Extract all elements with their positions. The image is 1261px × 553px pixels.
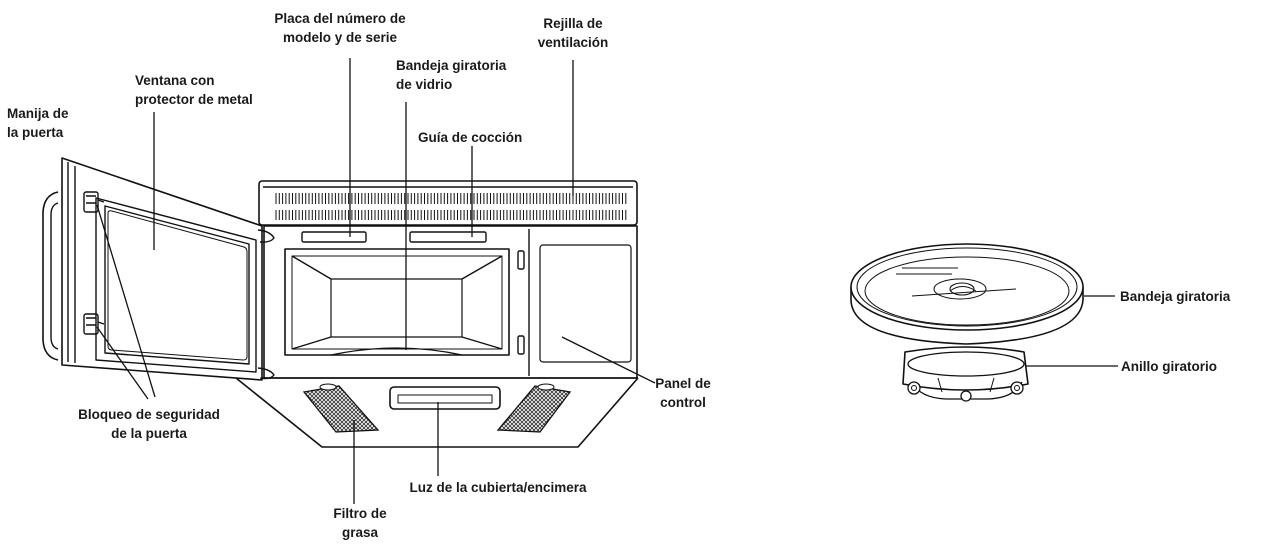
leader-door-lock-a [97, 205, 155, 397]
label-turntable-ring: Anillo giratorio [1121, 359, 1217, 374]
cooktop-light-shape [390, 387, 500, 409]
model-plate-shape [302, 232, 366, 242]
control-panel-shape [540, 245, 631, 362]
door-handle-shape [43, 192, 58, 360]
grease-filter-left-shape [304, 386, 378, 432]
door-window-shape [108, 211, 247, 360]
door-lock-bottom-shape [84, 314, 98, 334]
door [43, 158, 274, 380]
cooking-guide-shape [410, 232, 486, 242]
turntable-drawing [851, 244, 1083, 401]
label-turntable: Bandeja giratoria [1120, 289, 1231, 304]
leader-control-panel [562, 337, 655, 383]
roller-center [961, 391, 971, 401]
grease-filter-right-shape [498, 386, 570, 432]
door-lock-top-shape [84, 192, 98, 212]
roller-left [908, 382, 920, 394]
label-cooking-guide: Guía de cocción [418, 130, 523, 145]
microwave-body [236, 181, 638, 447]
glass-tray-in-oven [331, 348, 462, 355]
leader-door-lock-b [97, 327, 148, 399]
vent-slots [276, 193, 626, 220]
label-cooktop-light: Luz de la cubierta/encimera [409, 480, 587, 495]
roller-right [1011, 382, 1023, 394]
